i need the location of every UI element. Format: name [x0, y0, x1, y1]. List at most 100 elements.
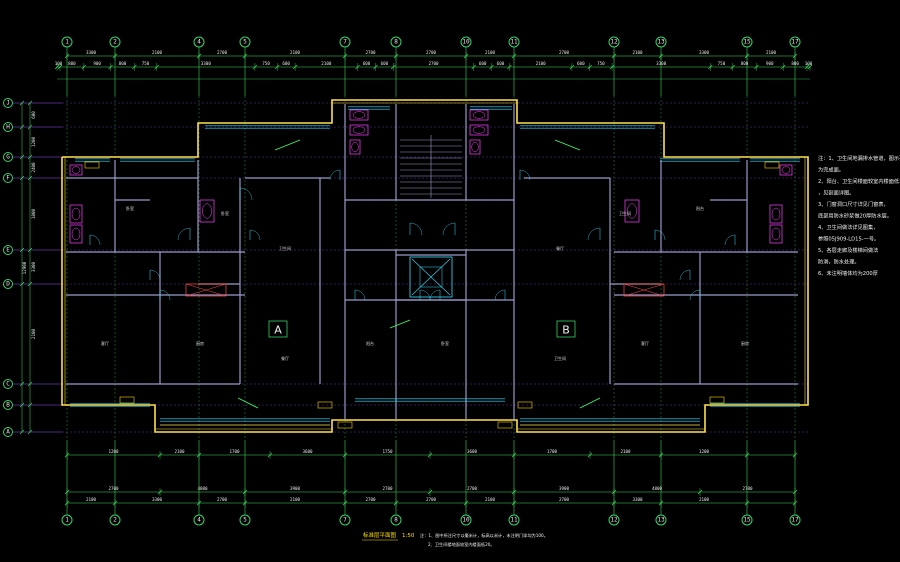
svg-text:B: B	[562, 324, 570, 337]
footnote-1: 注：1、图中所注尺寸以毫米计，标高以米计，未注明门垛均为100。	[420, 532, 548, 539]
ac-hatch	[623, 283, 665, 297]
room-label: 厨房	[196, 340, 204, 346]
axis-bubble-A: A	[3, 427, 13, 437]
footnote-2: 2、卫生间楼地面较室内楼面低20。	[428, 541, 495, 548]
room-label: 餐厅	[281, 355, 289, 361]
dim-tick	[19, 154, 25, 160]
axis-bubble-B: B	[3, 400, 13, 410]
axis-circle	[3, 400, 13, 410]
door-swing	[442, 222, 456, 236]
axis-circle	[390, 36, 402, 48]
axis-bubble-G: G	[3, 152, 13, 162]
dim-tick	[19, 402, 25, 408]
door-swing	[724, 234, 736, 246]
axis-bubble-D: D	[3, 279, 13, 289]
dim-text: 600	[363, 61, 371, 66]
fixture-bowl	[471, 142, 479, 152]
dim-tick	[19, 281, 25, 287]
axis-bubble-F: F	[3, 173, 13, 183]
axis-bubble-8: 8	[390, 514, 402, 526]
dim-text: 1200	[31, 136, 36, 147]
dim-text: 2100	[290, 50, 301, 55]
door-swing	[249, 229, 261, 241]
axis-bubble-15: 15	[741, 514, 753, 526]
dim-text: 2700	[217, 50, 228, 55]
axis-label: G	[6, 154, 10, 161]
dim-text: 800	[68, 61, 76, 66]
dim-text: 2700	[559, 497, 570, 502]
dim-text: 2100	[485, 50, 496, 55]
door-swing	[177, 227, 191, 241]
dim-tick	[19, 247, 25, 253]
axis-circle	[741, 36, 753, 48]
plumbing-fixture	[769, 224, 783, 244]
plumbing-fixture	[779, 164, 793, 176]
dim-text: 3300	[86, 50, 97, 55]
drawing-title-block: 标准层平面图 1:50 注：1、图中所注尺寸以毫米计，标高以米计，未注明门垛均为…	[362, 531, 548, 548]
plumbing-fixture	[624, 199, 640, 223]
plumbing-fixture	[349, 109, 369, 121]
axis-bubble-11: 11	[508, 36, 520, 48]
plumbing-fixture	[769, 204, 783, 224]
room-label: 卧室	[221, 210, 229, 216]
axis-label: 13	[657, 39, 665, 46]
axis-bubble-5: 5	[239, 36, 251, 48]
dim-text: 750	[718, 61, 726, 66]
dim-text: 3300	[31, 261, 36, 272]
axis-circle	[3, 379, 13, 389]
axis-circle	[239, 36, 251, 48]
axis-label: 2	[113, 39, 117, 46]
dim-text: 2100	[620, 449, 631, 454]
axis-circle	[339, 514, 351, 526]
axis-circle	[3, 152, 13, 162]
dim-tick	[27, 124, 33, 130]
note-line: 3、门窗洞口尺寸详见门窗表，	[818, 200, 889, 208]
door-swing	[419, 289, 431, 301]
dim-text: 2700	[467, 486, 478, 491]
dim-text: 1700	[547, 449, 558, 454]
dim-text: 2700	[382, 486, 393, 491]
dim-tick	[27, 100, 33, 106]
dim-text: 900	[93, 61, 101, 66]
dim-text: 750	[142, 61, 150, 66]
axis-circle	[3, 245, 13, 255]
axis-label: 10	[462, 39, 470, 46]
room-label: 厨房	[741, 340, 749, 346]
dim-text: 2100	[485, 497, 496, 502]
dim-text: 800	[741, 61, 749, 66]
fixture-bowl	[771, 207, 781, 221]
dim-text: 3600	[467, 449, 478, 454]
axis-bubble-12: 12	[608, 514, 620, 526]
dim-text: 2700	[365, 50, 376, 55]
door-swing	[689, 289, 701, 301]
axis-label: A	[6, 429, 10, 436]
axis-bubble-10: 10	[460, 514, 472, 526]
axis-bubble-5: 5	[239, 514, 251, 526]
axis-label: 12	[610, 517, 618, 524]
dim-text: 3300	[656, 61, 667, 66]
axis-circle	[789, 514, 801, 526]
fixture-bowl	[472, 111, 486, 119]
axis-label: 8	[394, 517, 398, 524]
slope-arrow	[274, 139, 301, 151]
axis-circle	[193, 514, 205, 526]
dim-text: 2700	[365, 497, 376, 502]
elevator-car	[419, 266, 443, 288]
room-detail: 卧室卫生间客厅厨房餐厅阳台卧室卫生间客厅厨房餐厅阳台卧室卫生间	[69, 109, 793, 429]
axis-circle	[3, 173, 13, 183]
axis-label: 17	[791, 517, 799, 524]
dim-text: 2100	[632, 50, 643, 55]
note-line: ，见剖面详图。	[818, 189, 854, 197]
drawing-title: 标准层平面图	[363, 531, 397, 539]
dim-text: 750	[597, 61, 605, 66]
door-swing	[654, 229, 666, 241]
axis-bubble-13: 13	[655, 36, 667, 48]
tag-box	[317, 401, 333, 409]
axis-label: 15	[743, 517, 751, 524]
svg-text:A: A	[274, 324, 282, 337]
axis-label: 8	[394, 39, 398, 46]
axis-label: H	[6, 124, 10, 131]
tag-box	[337, 421, 353, 429]
